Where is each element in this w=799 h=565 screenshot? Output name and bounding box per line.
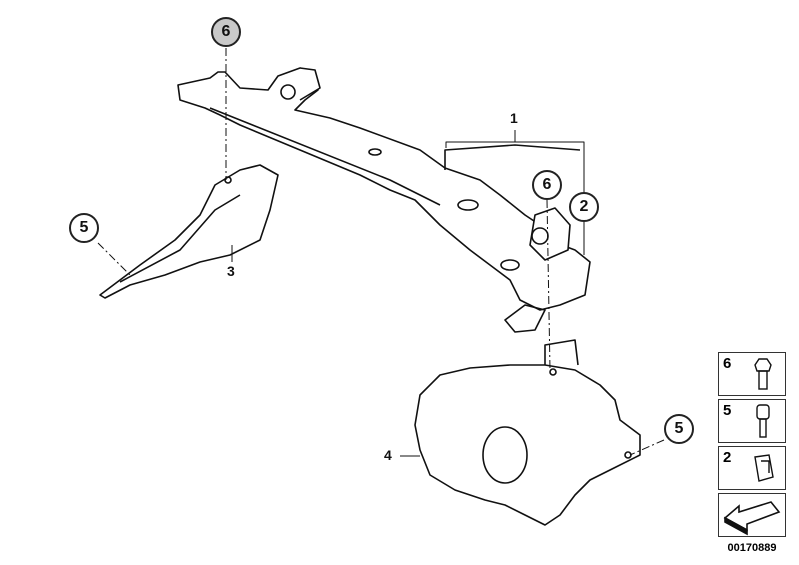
callout-number: 5	[674, 420, 684, 437]
legend-number: 2	[723, 449, 732, 466]
callout-number: 6	[221, 23, 231, 40]
arrow-icon	[723, 501, 781, 536]
legend-item-2[interactable]: 2	[718, 446, 786, 490]
heat-shield-part-3	[99, 164, 279, 299]
clip-nut-icon	[754, 454, 774, 482]
label-part-1[interactable]: 1	[510, 110, 518, 126]
callout-5-left[interactable]: 5	[69, 213, 99, 243]
heat-shield-part-4	[414, 364, 641, 526]
legend-number: 6	[723, 355, 732, 372]
legend-item-5[interactable]: 5	[718, 399, 786, 443]
callout-6[interactable]: 6	[532, 170, 562, 200]
document-number: 00170889	[727, 542, 777, 554]
callout-number: 6	[542, 176, 552, 193]
callout-2[interactable]: 2	[569, 192, 599, 222]
stud-bolt-icon	[756, 404, 770, 438]
callout-6-highlighted[interactable]: 6	[211, 17, 241, 47]
callout-number: 5	[79, 219, 89, 236]
label-part-4[interactable]: 4	[384, 447, 392, 463]
legend-item-6[interactable]: 6	[718, 352, 786, 396]
label-part-3[interactable]: 3	[227, 263, 235, 279]
legend-number: 5	[723, 402, 732, 419]
callout-5-right[interactable]: 5	[664, 414, 694, 444]
nut-bolt-icon	[754, 358, 772, 390]
bracket-part-1	[177, 67, 591, 311]
callout-number: 2	[579, 198, 589, 215]
legend-item-arrow[interactable]	[718, 493, 786, 537]
parts-legend: 6 5 2	[718, 352, 786, 540]
